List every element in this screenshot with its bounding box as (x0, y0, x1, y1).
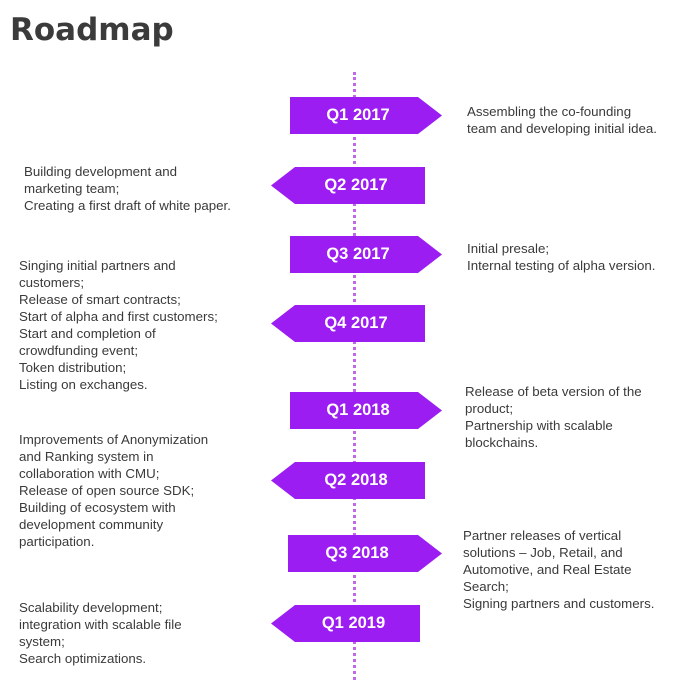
milestone-tag-q3-2017: Q3 2017 (290, 236, 442, 273)
page-title: Roadmap (10, 12, 174, 48)
milestone-tag-q2-2017: Q2 2017 (271, 167, 425, 204)
milestone-tag-q2-2018: Q2 2018 (271, 462, 425, 499)
milestone-desc-q4-2017: Singing initial partners and customers; … (19, 258, 218, 392)
milestone-desc-q3-2017: Initial presale; Internal testing of alp… (467, 241, 656, 273)
milestone-desc-q2-2017: Building development and marketing team;… (24, 164, 231, 213)
milestone-tag-q4-2017: Q4 2017 (271, 305, 425, 342)
milestone-tag-q1-2017: Q1 2017 (290, 97, 442, 134)
milestone-desc-q3-2018: Partner releases of vertical solutions –… (463, 528, 655, 611)
milestone-desc-q1-2018: Release of beta version of the product; … (465, 384, 642, 450)
milestone-tag-q3-2018: Q3 2018 (288, 535, 442, 572)
timeline-axis (353, 72, 356, 680)
milestone-tag-q1-2018: Q1 2018 (290, 392, 442, 429)
milestone-desc-q1-2017: Assembling the co-founding team and deve… (467, 104, 657, 136)
milestone-desc-q1-2019: Scalability development; integration wit… (19, 600, 182, 666)
milestone-desc-q2-2018: Improvements of Anonymization and Rankin… (19, 432, 209, 549)
milestone-tag-q1-2019: Q1 2019 (271, 605, 420, 642)
